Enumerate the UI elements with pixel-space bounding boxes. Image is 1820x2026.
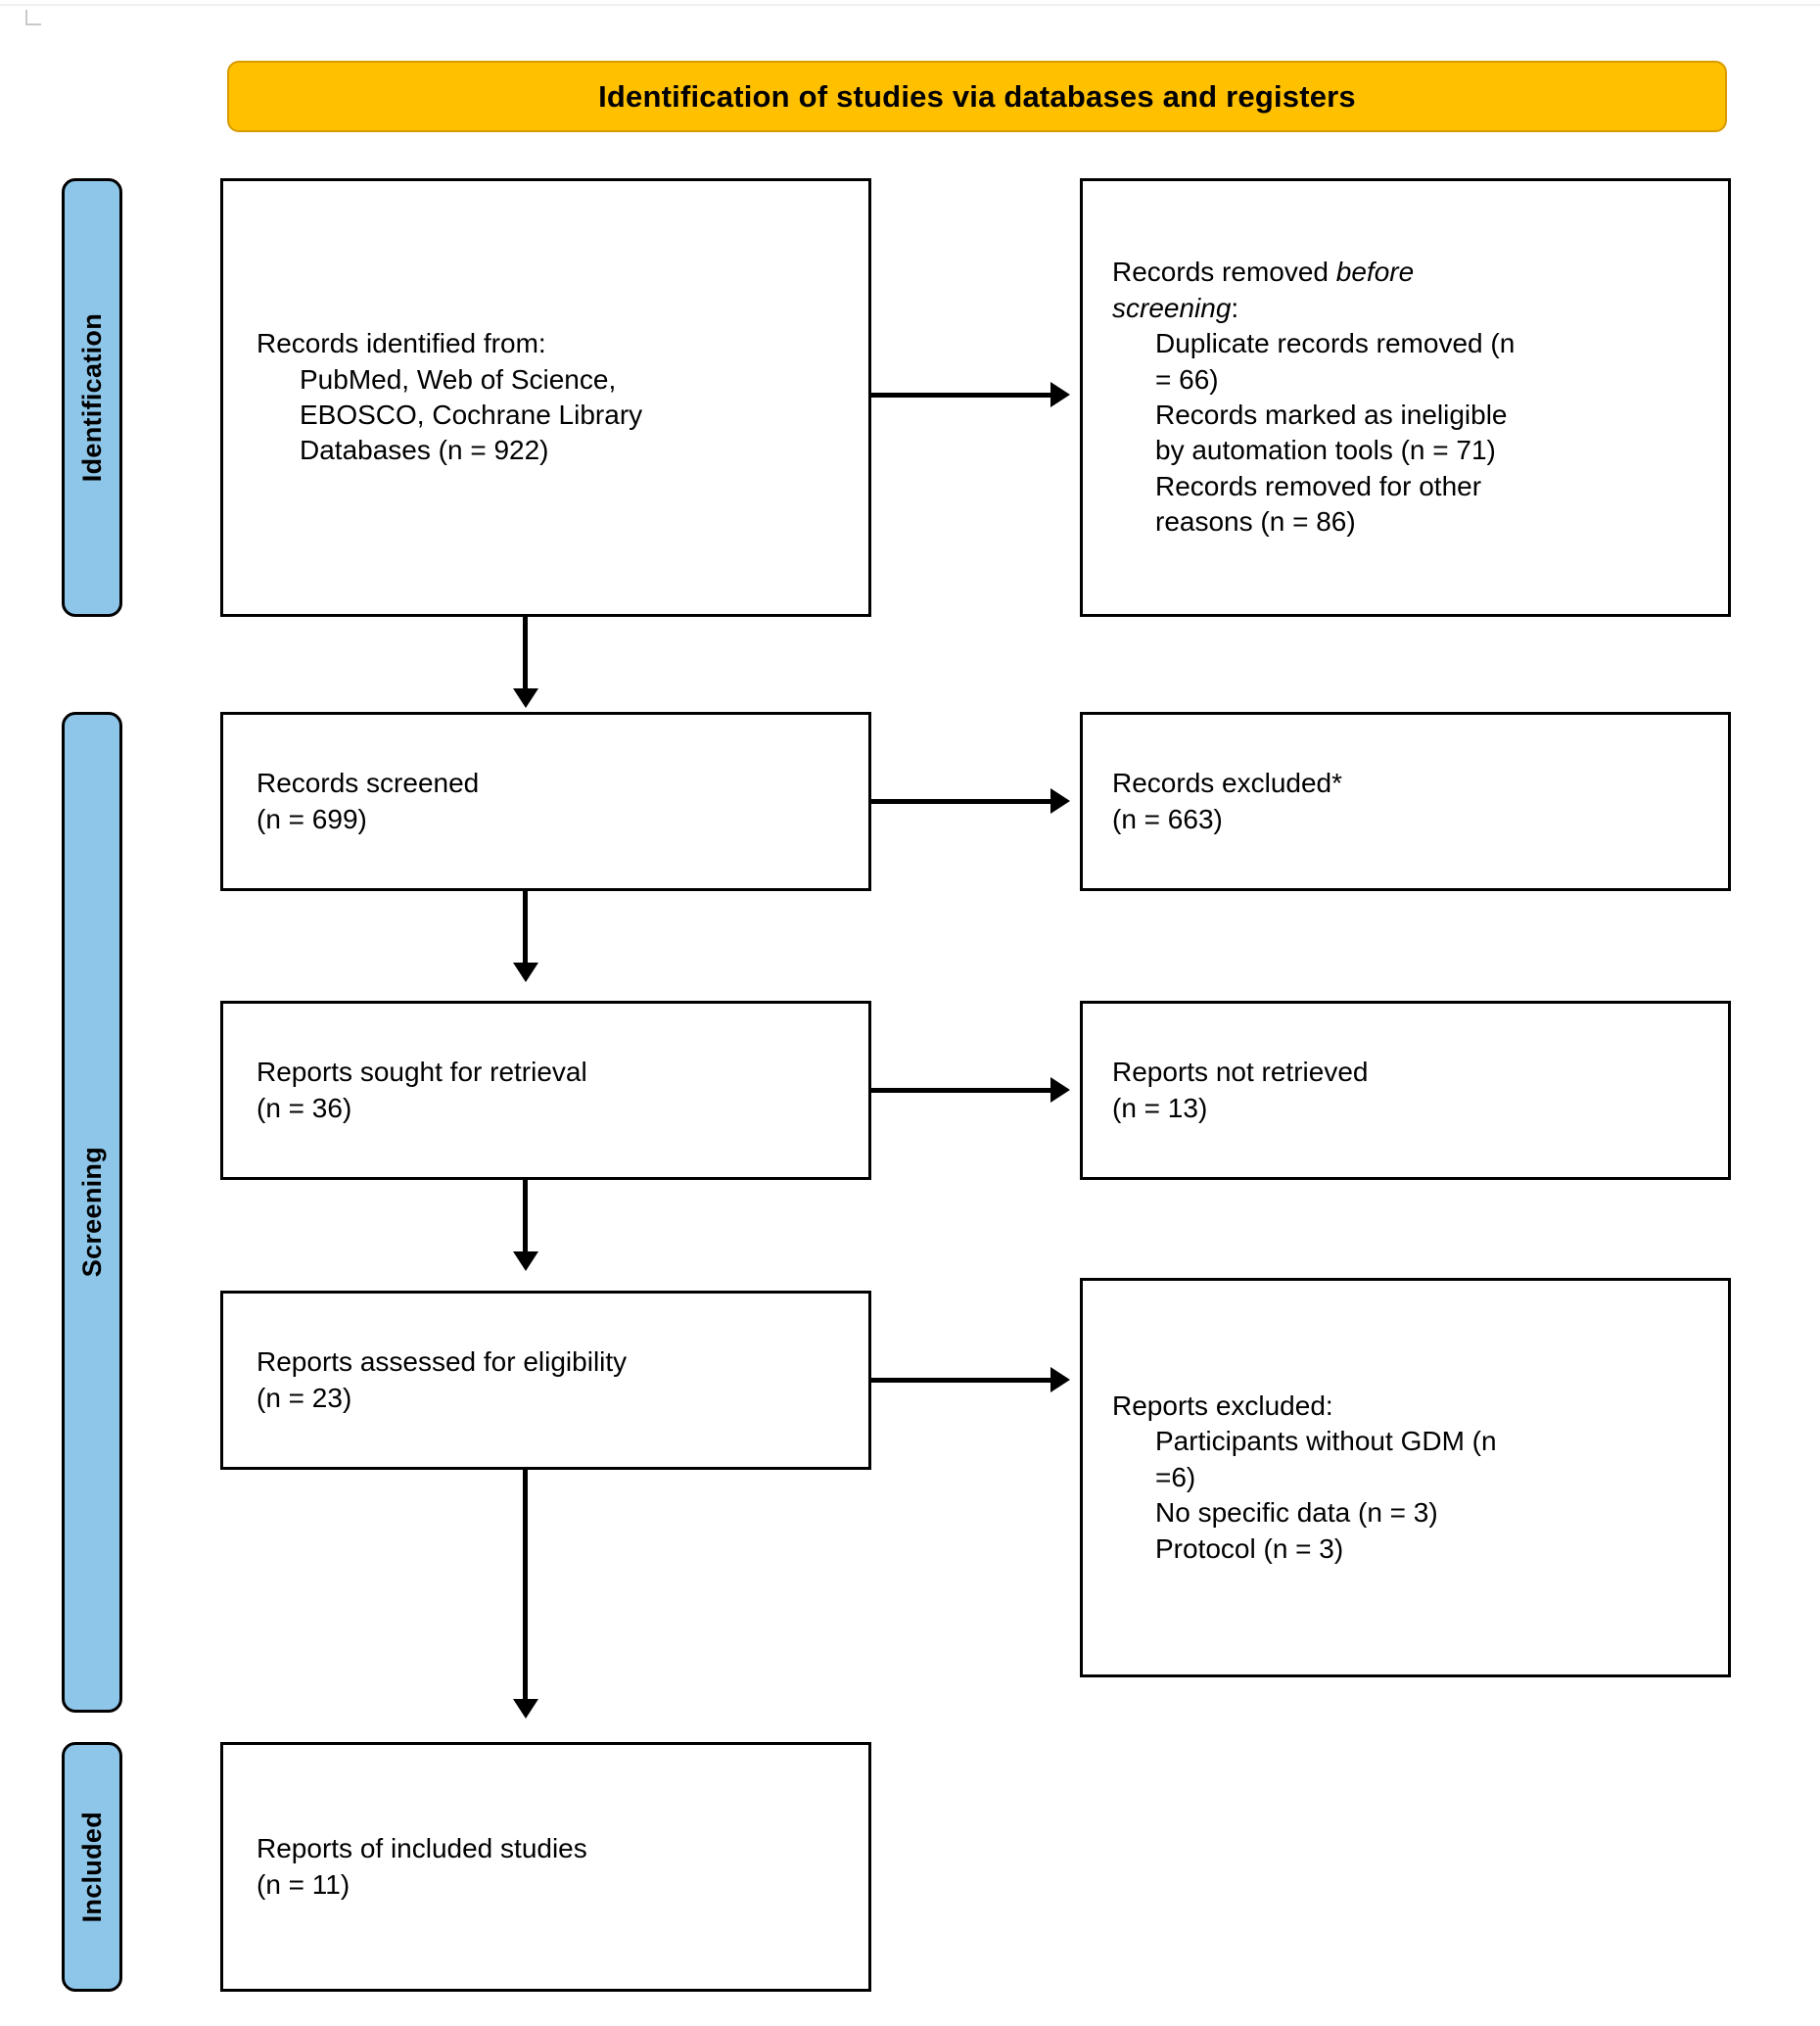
stage-label-identification: Identification [62, 178, 122, 617]
records-identified-line-4: Databases (n = 922) [300, 435, 549, 466]
arrowhead-assessed-to-reportsexcluded [1050, 1367, 1070, 1392]
connector-sought-to-notretrieved [871, 1088, 1050, 1093]
reports-excluded-line-4: No specific data (n = 3) [1155, 1497, 1438, 1529]
reports-sought-line-1: Reports sought for retrieval [257, 1057, 587, 1088]
connector-sought-to-assessed [523, 1180, 528, 1254]
records-identified-line-2: PubMed, Web of Science, [300, 363, 617, 395]
records-removed-line-2: screening: [1112, 292, 1239, 323]
records-identified-line-1: Records identified from: [257, 328, 546, 359]
connector-screened-to-excluded [871, 799, 1050, 804]
box-records-excluded: Records excluded* (n = 663) [1080, 712, 1731, 891]
box-records-identified-content: Records identified from: PubMed, Web of … [223, 326, 868, 469]
box-reports-assessed-for-eligibility: Reports assessed for eligibility (n = 23… [220, 1291, 871, 1470]
connector-identified-to-removed [871, 393, 1050, 398]
box-records-excluded-content: Records excluded* (n = 663) [1083, 766, 1728, 837]
records-removed-line-3: Duplicate records removed (n [1155, 328, 1516, 359]
box-reports-excluded: Reports excluded: Participants without G… [1080, 1278, 1731, 1677]
reports-excluded-line-2: Participants without GDM (n [1155, 1426, 1497, 1457]
screening-italic: screening [1112, 292, 1232, 323]
arrowhead-screened-to-excluded [1050, 788, 1070, 814]
reports-sought-line-2: (n = 36) [257, 1092, 352, 1123]
arrowhead-sought-to-assessed [513, 1251, 538, 1271]
box-records-identified: Records identified from: PubMed, Web of … [220, 178, 871, 617]
box-included-studies-content: Reports of included studies (n = 11) [223, 1831, 868, 1903]
arrowhead-identified-to-removed [1050, 382, 1070, 407]
included-studies-line-1: Reports of included studies [257, 1833, 587, 1864]
records-excluded-line-1: Records excluded* [1112, 768, 1343, 799]
box-reports-of-included-studies: Reports of included studies (n = 11) [220, 1742, 871, 1992]
reports-excluded-line-3: =6) [1155, 1461, 1196, 1492]
reports-excluded-line-5: Protocol (n = 3) [1155, 1532, 1344, 1564]
records-identified-line-3: EBOSCO, Cochrane Library [300, 400, 643, 430]
reports-assessed-line-1: Reports assessed for eligibility [257, 1346, 628, 1378]
records-screened-line-1: Records screened [257, 768, 480, 799]
connector-identified-to-screened [523, 617, 528, 691]
stage-included-text: Included [76, 1811, 107, 1923]
records-removed-line-8: reasons (n = 86) [1155, 506, 1356, 538]
records-removed-line-5: Records marked as ineligible [1155, 400, 1508, 430]
connector-assessed-to-reportsexcluded [871, 1378, 1050, 1383]
box-reports-assessed-content: Reports assessed for eligibility (n = 23… [223, 1344, 868, 1416]
reports-assessed-line-2: (n = 23) [257, 1382, 352, 1413]
records-removed-line-1: Records removed before [1112, 257, 1415, 288]
stage-label-screening: Screening [62, 712, 122, 1713]
box-reports-sought-for-retrieval: Reports sought for retrieval (n = 36) [220, 1001, 871, 1180]
records-removed-line-7: Records removed for other [1155, 470, 1482, 501]
connector-screened-to-sought [523, 891, 528, 966]
box-records-screened-content: Records screened (n = 699) [223, 766, 868, 837]
arrowhead-screened-to-sought [513, 963, 538, 982]
box-reports-sought-content: Reports sought for retrieval (n = 36) [223, 1055, 868, 1126]
stage-screening-text: Screening [76, 1147, 107, 1278]
records-removed-line-4: = 66) [1155, 363, 1219, 395]
box-records-screened: Records screened (n = 699) [220, 712, 871, 891]
records-screened-line-2: (n = 699) [257, 803, 367, 834]
reports-excluded-line-1: Reports excluded: [1112, 1390, 1333, 1422]
box-records-removed-before-screening: Records removed before screening: Duplic… [1080, 178, 1731, 617]
reports-not-retrieved-line-1: Reports not retrieved [1112, 1057, 1369, 1088]
connector-assessed-to-included [523, 1470, 528, 1702]
identification-banner: Identification of studies via databases … [227, 61, 1727, 132]
box-records-removed-content: Records removed before screening: Duplic… [1083, 255, 1728, 540]
page-top-rule [0, 4, 1820, 6]
stage-identification-text: Identification [76, 312, 107, 483]
reports-not-retrieved-line-2: (n = 13) [1112, 1092, 1208, 1123]
included-studies-line-2: (n = 11) [257, 1868, 350, 1900]
arrowhead-identified-to-screened [513, 688, 538, 708]
arrowhead-sought-to-notretrieved [1050, 1077, 1070, 1103]
records-removed-line-6: by automation tools (n = 71) [1155, 435, 1496, 466]
box-reports-not-retrieved: Reports not retrieved (n = 13) [1080, 1001, 1731, 1180]
records-excluded-line-2: (n = 663) [1112, 803, 1223, 834]
box-reports-excluded-content: Reports excluded: Participants without G… [1083, 1389, 1728, 1567]
box-reports-not-retrieved-content: Reports not retrieved (n = 13) [1083, 1055, 1728, 1126]
crop-mark-icon [25, 10, 41, 25]
arrowhead-assessed-to-included [513, 1699, 538, 1719]
before-italic: before [1335, 257, 1415, 288]
banner-title: Identification of studies via databases … [598, 78, 1356, 114]
stage-label-included: Included [62, 1742, 122, 1992]
